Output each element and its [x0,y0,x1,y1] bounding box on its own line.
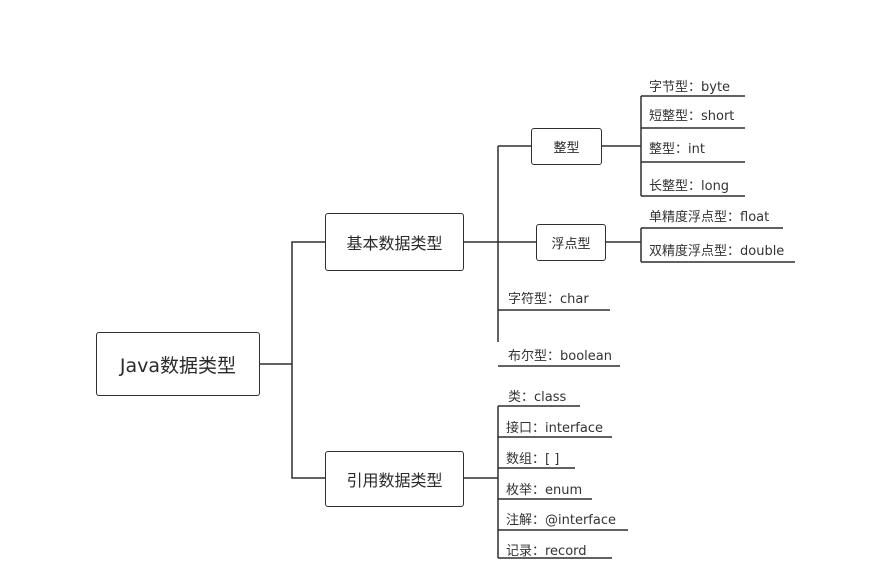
reference-types-node: 引用数据类型 [325,451,464,507]
leaf-array: 数组：[ ] [506,452,560,467]
leaf-boolean: 布尔型：boolean [508,349,612,364]
leaf-int: 整型：int [649,142,705,157]
float-label: 浮点型 [551,237,591,252]
reference-types-label: 引用数据类型 [346,471,443,490]
leaf-enum: 枚举：enum [506,483,583,498]
leaf-byte: 字节型：byte [649,80,731,95]
leaf-annotation: 注解：@interface [506,513,616,528]
basic-types-label: 基本数据类型 [346,234,443,253]
leaf-long: 长整型：long [649,179,730,194]
integer-node: 整型 [531,128,602,165]
leaf-record: 记录：record [506,544,587,559]
integer-label: 整型 [553,141,580,156]
root-node-label: Java数据类型 [119,354,237,377]
leaf-float: 单精度浮点型：float [649,210,770,225]
leaf-short: 短整型：short [649,109,735,124]
leaf-class: 类：class [508,390,567,405]
leaf-interface: 接口：interface [506,421,603,436]
leaf-double: 双精度浮点型：double [649,244,785,259]
float-node: 浮点型 [536,224,606,261]
root-node: Java数据类型 [96,332,260,396]
basic-types-node: 基本数据类型 [325,213,464,271]
leaf-char: 字符型：char [508,292,589,307]
